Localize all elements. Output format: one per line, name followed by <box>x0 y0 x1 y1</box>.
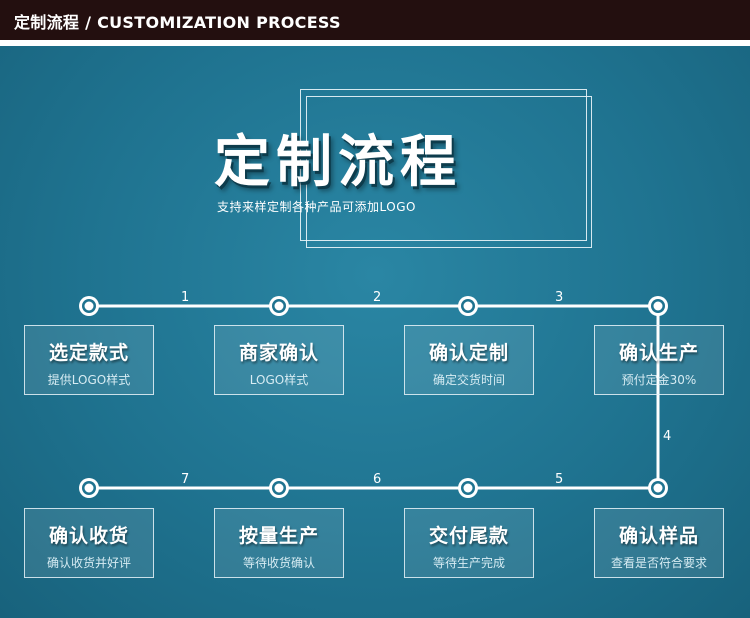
step-title: 确认生产 <box>618 342 699 364</box>
flow-node-dot <box>274 483 284 493</box>
step-box-confirm-production: 确认生产 预付定金30% <box>594 325 724 395</box>
flow-node-dot <box>653 483 663 493</box>
step-box-merchant-confirm: 商家确认 LOGO样式 <box>214 325 344 395</box>
step-box-pay-balance: 交付尾款 等待生产完成 <box>404 508 534 578</box>
step-title: 交付尾款 <box>428 525 509 547</box>
step-box-confirm-receipt: 确认收货 确认收货并好评 <box>24 508 154 578</box>
step-subtitle: 确定交货时间 <box>432 373 505 387</box>
step-title: 选定款式 <box>48 342 129 364</box>
step-title: 按量生产 <box>238 525 319 547</box>
step-subtitle: 确认收货并好评 <box>46 556 131 570</box>
connector-number: 3 <box>555 290 564 305</box>
step-subtitle: 等待生产完成 <box>432 556 505 570</box>
flow-node-dot <box>274 301 284 311</box>
header-title: 定制流程 / CUSTOMIZATION PROCESS <box>14 13 341 32</box>
step-subtitle: LOGO样式 <box>249 373 309 387</box>
flow-node-dot <box>84 483 94 493</box>
step-subtitle: 预付定金30% <box>621 373 697 387</box>
step-box-confirm-custom: 确认定制 确定交货时间 <box>404 325 534 395</box>
step-title: 确认收货 <box>48 525 129 547</box>
connector-number: 4 <box>663 429 672 444</box>
title-frame-inner <box>306 96 592 248</box>
step-subtitle: 查看是否符合要求 <box>610 556 707 570</box>
header-divider <box>0 40 750 46</box>
connector-number: 1 <box>181 290 190 305</box>
step-box-mass-production: 按量生产 等待收货确认 <box>214 508 344 578</box>
step-title: 确认定制 <box>428 342 509 364</box>
step-box-confirm-sample: 确认样品 查看是否符合要求 <box>594 508 724 578</box>
step-subtitle: 提供LOGO样式 <box>47 373 131 387</box>
title-frame-outer <box>300 89 587 241</box>
connector-number: 5 <box>555 472 564 487</box>
step-title: 商家确认 <box>238 342 319 364</box>
flow-node-dot <box>463 301 473 311</box>
step-box-select-style: 选定款式 提供LOGO样式 <box>24 325 154 395</box>
header-bar: 定制流程 / CUSTOMIZATION PROCESS <box>0 0 750 40</box>
flow-node-dot <box>653 301 663 311</box>
hero-subtitle: 支持来样定制各种产品可添加LOGO <box>217 200 416 214</box>
connector-number: 2 <box>373 290 382 305</box>
connector-number: 6 <box>373 472 382 487</box>
hero-title: 定制流程 <box>214 130 462 195</box>
process-panel <box>0 46 750 618</box>
connector-number: 7 <box>181 472 190 487</box>
step-title: 确认样品 <box>618 525 699 547</box>
flow-node-dot <box>463 483 473 493</box>
flow-node-dot <box>84 301 94 311</box>
step-subtitle: 等待收货确认 <box>242 556 315 570</box>
